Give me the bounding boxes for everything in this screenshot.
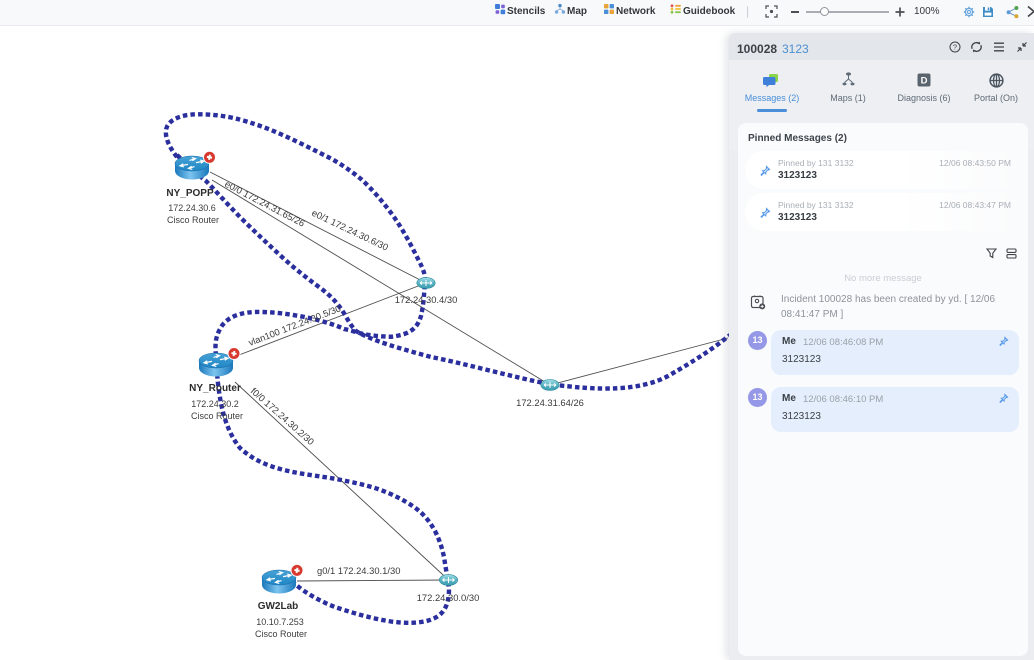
svg-text:172.24.30.0/30: 172.24.30.0/30	[417, 592, 480, 603]
svg-text:NY_Router: NY_Router	[189, 383, 241, 394]
svg-text:Cisco Router: Cisco Router	[167, 215, 219, 225]
svg-text:g0/1 172.24.30.1/30: g0/1 172.24.30.1/30	[317, 565, 400, 576]
svg-text:f0/0 172.24.30.2/30: f0/0 172.24.30.2/30	[249, 385, 317, 447]
svg-text:vlan100 172.24.30.5/30: vlan100 172.24.30.5/30	[247, 302, 342, 347]
svg-text:172.24.30.4/30: 172.24.30.4/30	[395, 294, 458, 305]
svg-text:Cisco Router: Cisco Router	[191, 411, 243, 421]
svg-text:NY_POPP: NY_POPP	[166, 188, 214, 199]
svg-text:172.24.30.2: 172.24.30.2	[191, 399, 239, 409]
svg-text:?: ?	[953, 43, 957, 52]
svg-text:Cisco Router: Cisco Router	[255, 629, 307, 639]
svg-text:GW2Lab: GW2Lab	[258, 601, 299, 612]
svg-text:e0/0 172.24.31.65/26: e0/0 172.24.31.65/26	[223, 178, 307, 229]
svg-text:172.24.31.64/26: 172.24.31.64/26	[516, 397, 584, 408]
svg-text:10.10.7.253: 10.10.7.253	[256, 617, 304, 627]
svg-text:D: D	[921, 75, 928, 86]
svg-text:172.24.30.6: 172.24.30.6	[168, 203, 216, 213]
